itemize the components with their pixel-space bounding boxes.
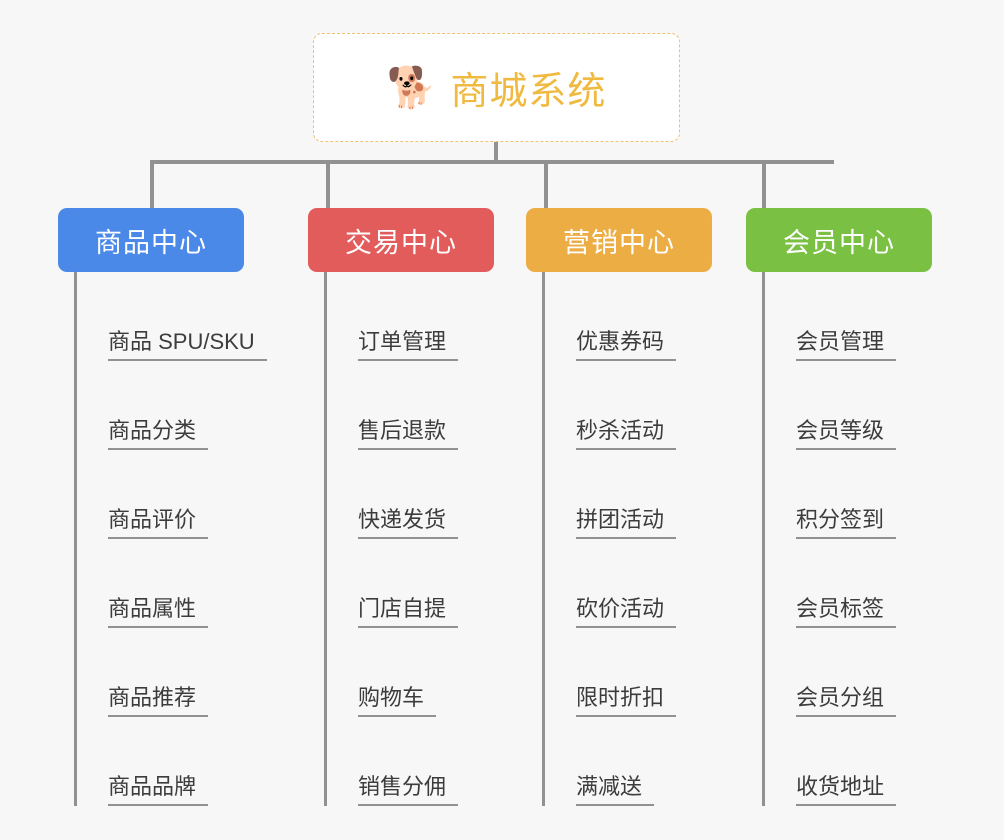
category-column-4: 会员中心会员管理会员等级积分签到会员标签会员分组收货地址	[746, 208, 932, 806]
category-column-2: 交易中心订单管理售后退款快递发货门店自提购物车销售分佣	[308, 208, 494, 806]
leaf-item-label: 商品属性	[108, 596, 209, 628]
category-column-3: 营销中心优惠券码秒杀活动拼团活动砍价活动限时折扣满减送	[526, 208, 712, 806]
category-column-1: 商品中心商品 SPU/SKU 商品分类商品评价商品属性商品推荐商品品牌	[58, 208, 267, 806]
leaf-item[interactable]: 收货地址	[762, 717, 932, 806]
leaf-list: 优惠券码秒杀活动拼团活动砍价活动限时折扣满减送	[542, 272, 712, 806]
leaf-item-label: 商品 SPU/SKU	[108, 329, 267, 361]
leaf-item[interactable]: 秒杀活动	[542, 361, 712, 450]
connector-horizontal-bus	[150, 160, 834, 164]
leaf-item[interactable]: 售后退款	[324, 361, 494, 450]
leaf-item[interactable]: 拼团活动	[542, 450, 712, 539]
root-node[interactable]: 🐕 商城系统	[313, 33, 680, 142]
leaf-item-label: 会员管理	[796, 329, 897, 361]
leaf-item-label: 商品推荐	[108, 685, 209, 717]
leaf-item[interactable]: 会员标签	[762, 539, 932, 628]
leaf-item[interactable]: 满减送	[542, 717, 712, 806]
leaf-item[interactable]: 砍价活动	[542, 539, 712, 628]
leaf-item-label: 商品分类	[108, 418, 209, 450]
connector-drop-1	[150, 160, 154, 208]
connector-drop-3	[544, 160, 548, 208]
leaf-item-label: 销售分佣	[358, 774, 459, 806]
leaf-rail	[542, 272, 545, 806]
leaf-item[interactable]: 销售分佣	[324, 717, 494, 806]
leaf-item-label: 满减送	[576, 774, 655, 806]
category-header[interactable]: 营销中心	[526, 208, 712, 272]
leaf-item[interactable]: 商品推荐	[74, 628, 267, 717]
leaf-rail	[324, 272, 327, 806]
leaf-item-label: 快递发货	[358, 507, 459, 539]
leaf-item[interactable]: 商品属性	[74, 539, 267, 628]
leaf-item-label: 会员标签	[796, 596, 897, 628]
leaf-item[interactable]: 会员等级	[762, 361, 932, 450]
leaf-item-label: 购物车	[358, 685, 437, 717]
leaf-item[interactable]: 快递发货	[324, 450, 494, 539]
leaf-item-label: 门店自提	[358, 596, 459, 628]
leaf-item-label: 收货地址	[796, 774, 897, 806]
leaf-item[interactable]: 商品评价	[74, 450, 267, 539]
leaf-item[interactable]: 积分签到	[762, 450, 932, 539]
leaf-list: 订单管理售后退款快递发货门店自提购物车销售分佣	[324, 272, 494, 806]
leaf-item-label: 秒杀活动	[576, 418, 677, 450]
leaf-item[interactable]: 优惠券码	[542, 272, 712, 361]
category-header[interactable]: 交易中心	[308, 208, 494, 272]
leaf-item-label: 会员分组	[796, 685, 897, 717]
leaf-item[interactable]: 订单管理	[324, 272, 494, 361]
leaf-item-label: 拼团活动	[576, 507, 677, 539]
leaf-list: 商品 SPU/SKU 商品分类商品评价商品属性商品推荐商品品牌	[74, 272, 267, 806]
leaf-item-label: 商品评价	[108, 507, 209, 539]
leaf-item-label: 会员等级	[796, 418, 897, 450]
leaf-list: 会员管理会员等级积分签到会员标签会员分组收货地址	[762, 272, 932, 806]
leaf-item[interactable]: 购物车	[324, 628, 494, 717]
leaf-rail	[74, 272, 77, 806]
leaf-item[interactable]: 会员分组	[762, 628, 932, 717]
leaf-item[interactable]: 商品分类	[74, 361, 267, 450]
leaf-item-label: 商品品牌	[108, 774, 209, 806]
leaf-item[interactable]: 门店自提	[324, 539, 494, 628]
leaf-item-label: 订单管理	[358, 329, 459, 361]
leaf-item[interactable]: 商品 SPU/SKU	[74, 272, 267, 361]
leaf-item[interactable]: 限时折扣	[542, 628, 712, 717]
leaf-item-label: 优惠券码	[576, 329, 677, 361]
category-header[interactable]: 会员中心	[746, 208, 932, 272]
leaf-item-label: 限时折扣	[576, 685, 677, 717]
leaf-rail	[762, 272, 765, 806]
connector-root-stem	[494, 142, 498, 164]
leaf-item-label: 积分签到	[796, 507, 897, 539]
leaf-item[interactable]: 商品品牌	[74, 717, 267, 806]
connector-drop-4	[762, 160, 766, 208]
leaf-item[interactable]: 会员管理	[762, 272, 932, 361]
root-title: 商城系统	[450, 71, 607, 113]
category-header[interactable]: 商品中心	[58, 208, 244, 272]
leaf-item-label: 售后退款	[358, 418, 459, 450]
leaf-item-label: 砍价活动	[576, 596, 677, 628]
shiba-dog-face-icon: 🐕	[386, 65, 437, 110]
connector-drop-2	[326, 160, 330, 208]
